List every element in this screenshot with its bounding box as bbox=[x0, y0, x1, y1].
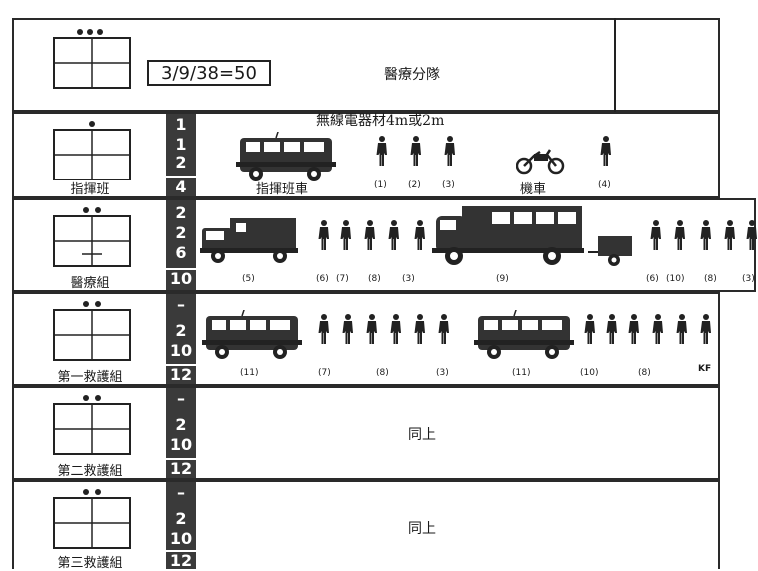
unit-symbol-icon bbox=[53, 489, 131, 549]
header-row: 3/9/38=50 醫療分隊 bbox=[12, 18, 720, 112]
personnel-strip: 2 2 6 10 bbox=[166, 200, 196, 290]
unit-name: 指揮班 bbox=[70, 182, 110, 197]
person-icon bbox=[318, 220, 329, 250]
person-icon bbox=[410, 136, 421, 166]
person-icon bbox=[674, 220, 685, 250]
van-icon bbox=[474, 310, 575, 360]
person-icon bbox=[746, 220, 757, 250]
unit-symbol-icon bbox=[53, 29, 131, 89]
person-icon bbox=[444, 136, 455, 166]
person-icon bbox=[390, 314, 401, 344]
unit-name: 醫療組 bbox=[70, 276, 110, 291]
unit-symbol-icon bbox=[53, 395, 131, 455]
person-icon bbox=[376, 136, 387, 166]
header-title: 醫療分隊 bbox=[384, 67, 440, 83]
third-rescue-row: 第三救護組 – 2 10 12 同上 bbox=[12, 480, 720, 571]
person-icon bbox=[676, 314, 687, 344]
person-icon bbox=[364, 220, 375, 250]
personnel-strip: – 2 10 12 bbox=[166, 294, 196, 384]
person-icon bbox=[700, 314, 711, 344]
person-icon bbox=[318, 314, 329, 344]
unit-name: 第一救護組 bbox=[57, 370, 123, 385]
unit-name: 第三救護組 bbox=[57, 556, 123, 571]
vehicle-label: 指揮班車 bbox=[256, 182, 309, 197]
unit-symbol-icon bbox=[53, 301, 131, 361]
person-icon bbox=[340, 220, 351, 250]
unit-symbol: 第三救護組 bbox=[14, 482, 166, 571]
unit-symbol-icon bbox=[53, 207, 131, 267]
row-content: (11) (7) (8) (3) (11) (10) (8) KF bbox=[196, 294, 718, 384]
person-icon bbox=[388, 220, 399, 250]
person-icon bbox=[628, 314, 639, 344]
motorcycle-icon bbox=[516, 148, 565, 175]
unit-symbol: 第一救護組 bbox=[14, 294, 166, 385]
person-icon bbox=[724, 220, 735, 250]
medical-row: 醫療組 2 2 6 10 (5) (6) (7) (8) (3) (9) (6)… bbox=[12, 198, 757, 292]
person-icon bbox=[414, 314, 425, 344]
unit-name: 第二救護組 bbox=[57, 464, 123, 479]
person-icon bbox=[600, 136, 611, 166]
same-as-above: 同上 bbox=[408, 427, 436, 443]
person-icon bbox=[606, 314, 617, 344]
same-as-above: 同上 bbox=[408, 521, 436, 537]
person-icon bbox=[342, 314, 353, 344]
unit-symbol: 指揮班 bbox=[14, 114, 166, 197]
unit-symbol: 醫療組 bbox=[14, 200, 166, 291]
row-content: 同上 bbox=[196, 388, 718, 478]
trailer-icon bbox=[588, 235, 633, 267]
ratio-box: 3/9/38=50 bbox=[147, 60, 271, 86]
personnel-strip: 1 1 2 4 bbox=[166, 114, 196, 196]
person-icon bbox=[584, 314, 595, 344]
personnel-strip: – 2 10 12 bbox=[166, 388, 196, 478]
person-icon bbox=[650, 220, 661, 250]
first-rescue-row: 第一救護組 – 2 10 12 (11) (7) (8) (3) (11) (1… bbox=[12, 292, 720, 386]
person-icon bbox=[700, 220, 711, 250]
person-icon bbox=[414, 220, 425, 250]
van-icon bbox=[202, 310, 303, 360]
unit-symbol: 第二救護組 bbox=[14, 388, 166, 479]
person-icon bbox=[438, 314, 449, 344]
row-content: 同上 bbox=[196, 482, 718, 569]
moto-label: 機車 bbox=[520, 182, 547, 197]
radio-note: 無線電器材4m或2m bbox=[316, 113, 445, 129]
person-icon bbox=[366, 314, 377, 344]
personnel-strip: – 2 10 12 bbox=[166, 482, 196, 570]
truck-icon bbox=[200, 218, 298, 263]
bus-icon bbox=[432, 206, 584, 265]
row-content: (5) (6) (7) (8) (3) (9) (6) (10) (8) (3) bbox=[196, 200, 757, 290]
command-row: 指揮班 1 1 2 4 無線電器材4m或2m 指揮班車 (1) (2) (3) … bbox=[12, 112, 720, 198]
row-content: 無線電器材4m或2m 指揮班車 (1) (2) (3) 機車 (4) bbox=[196, 113, 718, 197]
unit-symbol-icon bbox=[53, 121, 131, 180]
person-icon bbox=[652, 314, 663, 344]
second-rescue-row: 第二救護組 – 2 10 12 同上 bbox=[12, 386, 720, 480]
header-right-box bbox=[614, 18, 616, 112]
unit-symbol bbox=[14, 20, 166, 110]
